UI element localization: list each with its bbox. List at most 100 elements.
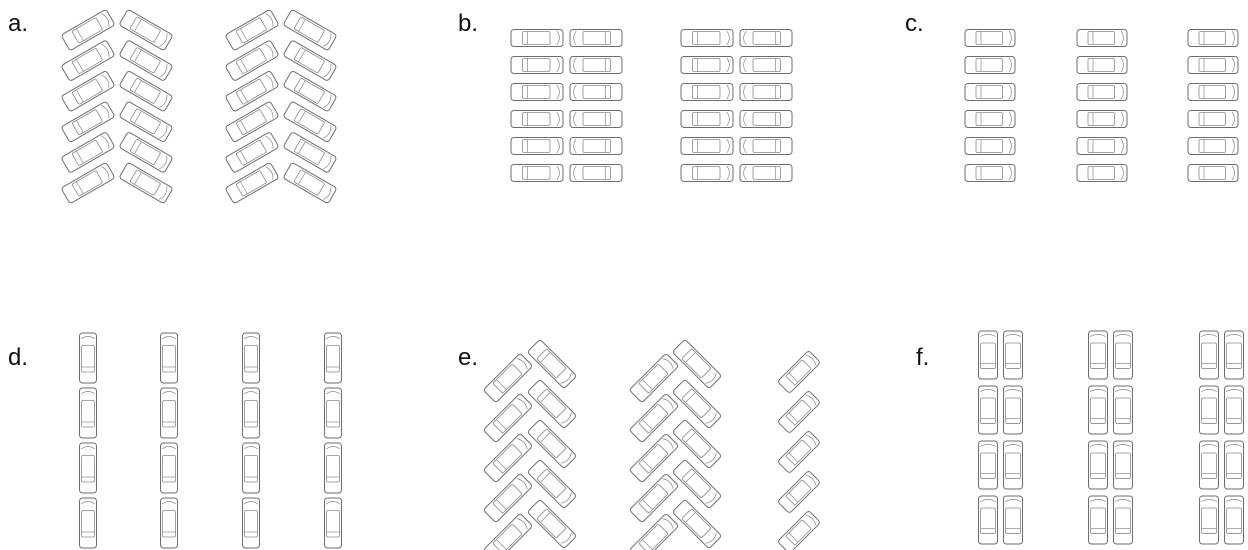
panel-e-car-21 [778, 391, 820, 433]
panel-b-car-9 [569, 137, 623, 155]
panel-a-car-14 [225, 40, 279, 81]
panel-c-label: c. [905, 10, 924, 37]
panel-b-car-18 [680, 110, 734, 128]
panel-a-car-2 [61, 40, 115, 81]
panel-a-car-4 [61, 71, 115, 112]
panel-a-car-1 [119, 9, 173, 51]
panel-b-car-17 [739, 83, 793, 101]
panel-b-car-14 [680, 56, 734, 74]
panel-e-car-13 [672, 379, 722, 429]
panel-f-car-7 [1003, 495, 1023, 545]
panel-b-label: b. [458, 10, 479, 37]
panel-b-car-0 [510, 29, 564, 47]
panel-d-car-6 [160, 442, 178, 494]
panel-d-label: d. [8, 344, 29, 371]
panel-d-car-11 [242, 497, 260, 549]
panel-a-car-15 [283, 40, 337, 81]
panel-d-car-12 [324, 332, 342, 384]
panel-b-car-23 [739, 164, 793, 182]
panel-f-car-20 [1199, 440, 1219, 490]
panel-e-car-6 [483, 473, 533, 523]
panel-c-car-15 [1187, 110, 1239, 128]
panel-d-car-8 [242, 332, 260, 384]
panel-e-car-7 [527, 459, 577, 509]
panel-c-car-1 [964, 56, 1016, 74]
panel-c-car-0 [964, 29, 1016, 47]
panel-a-car-0 [61, 9, 115, 51]
panel-c-car-17 [1187, 164, 1239, 182]
panel-b-car-6 [510, 110, 564, 128]
panel-f-car-13 [1113, 440, 1133, 490]
panel-a-car-17 [283, 71, 337, 112]
panel-f-car-18 [1199, 385, 1219, 435]
panel-e-car-23 [778, 471, 820, 513]
panel-a-car-22 [225, 162, 279, 204]
panel-c-car-14 [1187, 83, 1239, 101]
panel-a-car-3 [119, 40, 173, 81]
panel-e-car-3 [527, 379, 577, 429]
panel-b-car-15 [739, 56, 793, 74]
panel-a-car-10 [61, 162, 115, 204]
panel-e-label: e. [458, 344, 479, 371]
panel-e-car-16 [629, 473, 679, 523]
panel-d-car-3 [79, 497, 97, 549]
panel-f-car-2 [978, 385, 998, 435]
panel-f-car-8 [1088, 330, 1108, 380]
panel-e-car-24 [778, 511, 820, 550]
panel-a-car-18 [225, 101, 279, 142]
panel-f-car-19 [1224, 385, 1244, 435]
panel-e-car-14 [629, 433, 679, 483]
panel-e-car-11 [672, 339, 722, 389]
panel-e-car-4 [483, 433, 533, 483]
panel-c-car-3 [964, 110, 1016, 128]
panel-a-car-5 [119, 71, 173, 112]
panel-b-car-5 [569, 83, 623, 101]
panel-d-car-15 [324, 497, 342, 549]
panel-d-car-4 [160, 332, 178, 384]
panel-e-car-22 [778, 431, 820, 473]
panel-c-car-7 [1076, 56, 1128, 74]
panel-e-car-17 [672, 459, 722, 509]
panel-b-car-19 [739, 110, 793, 128]
panel-b-car-12 [680, 29, 734, 47]
panel-f-car-21 [1224, 440, 1244, 490]
panel-c-car-11 [1076, 164, 1128, 182]
panel-a-label: a. [8, 10, 29, 37]
panel-f-car-9 [1113, 330, 1133, 380]
panel-d-car-5 [160, 387, 178, 439]
panel-c-car-12 [1187, 29, 1239, 47]
panel-b-car-1 [569, 29, 623, 47]
panel-a-car-9 [119, 132, 173, 173]
panel-d-car-14 [324, 442, 342, 494]
panel-b-car-22 [680, 164, 734, 182]
panel-f-car-15 [1113, 495, 1133, 545]
panel-a-car-6 [61, 101, 115, 142]
panel-c-car-13 [1187, 56, 1239, 74]
panel-b-car-20 [680, 137, 734, 155]
panel-c-car-9 [1076, 110, 1128, 128]
panel-b-car-7 [569, 110, 623, 128]
panel-e-car-19 [672, 499, 722, 549]
panel-a-car-19 [283, 101, 337, 142]
panel-a-car-16 [225, 71, 279, 112]
panel-e-car-5 [527, 419, 577, 469]
panel-a-car-11 [119, 162, 173, 204]
panel-c-car-10 [1076, 137, 1128, 155]
panel-b-car-2 [510, 56, 564, 74]
panel-f-car-23 [1224, 495, 1244, 545]
panel-e-car-12 [629, 393, 679, 443]
panel-f-car-6 [978, 495, 998, 545]
panel-c-car-6 [1076, 29, 1128, 47]
panel-d-car-1 [79, 387, 97, 439]
panel-f-car-12 [1088, 440, 1108, 490]
panel-f-car-10 [1088, 385, 1108, 435]
panel-f-car-4 [978, 440, 998, 490]
panel-e-car-15 [672, 419, 722, 469]
panel-c-car-2 [964, 83, 1016, 101]
panel-c-car-5 [964, 164, 1016, 182]
panel-c-car-4 [964, 137, 1016, 155]
panel-b-car-4 [510, 83, 564, 101]
panel-e-car-9 [527, 499, 577, 549]
